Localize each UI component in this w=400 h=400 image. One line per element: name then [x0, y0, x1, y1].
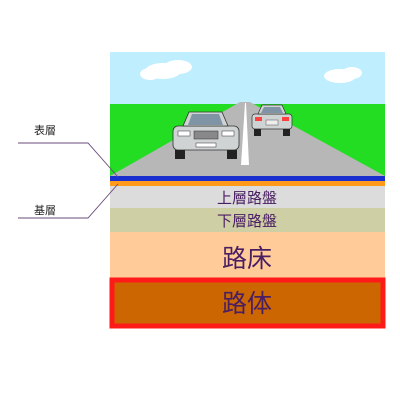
base-layer-label: 基層 — [34, 204, 56, 217]
surface-layer-label: 表層 — [34, 123, 56, 137]
upper-subbase-layer: 上層路盤 — [110, 186, 385, 208]
cloud-icon — [324, 67, 362, 83]
base-leader-line — [18, 183, 119, 219]
road-body-label: 路体 — [222, 289, 272, 318]
car-icon — [251, 104, 293, 136]
cloud-icon — [140, 60, 192, 80]
subgrade-label: 路床 — [222, 244, 272, 273]
road-body-layer: 路体 — [109, 277, 386, 329]
surface-leader-line — [18, 142, 119, 178]
lower-subbase-layer: 下層路盤 — [110, 208, 385, 232]
road-scene — [110, 52, 385, 176]
surface-layer-band — [110, 176, 385, 181]
upper-subbase-label: 上層路盤 — [217, 189, 277, 207]
lower-subbase-label: 下層路盤 — [217, 212, 277, 230]
center-line — [241, 103, 249, 165]
subgrade-layer: 路床 — [110, 232, 385, 278]
car-icon — [172, 111, 240, 159]
base-layer-band — [110, 181, 385, 186]
